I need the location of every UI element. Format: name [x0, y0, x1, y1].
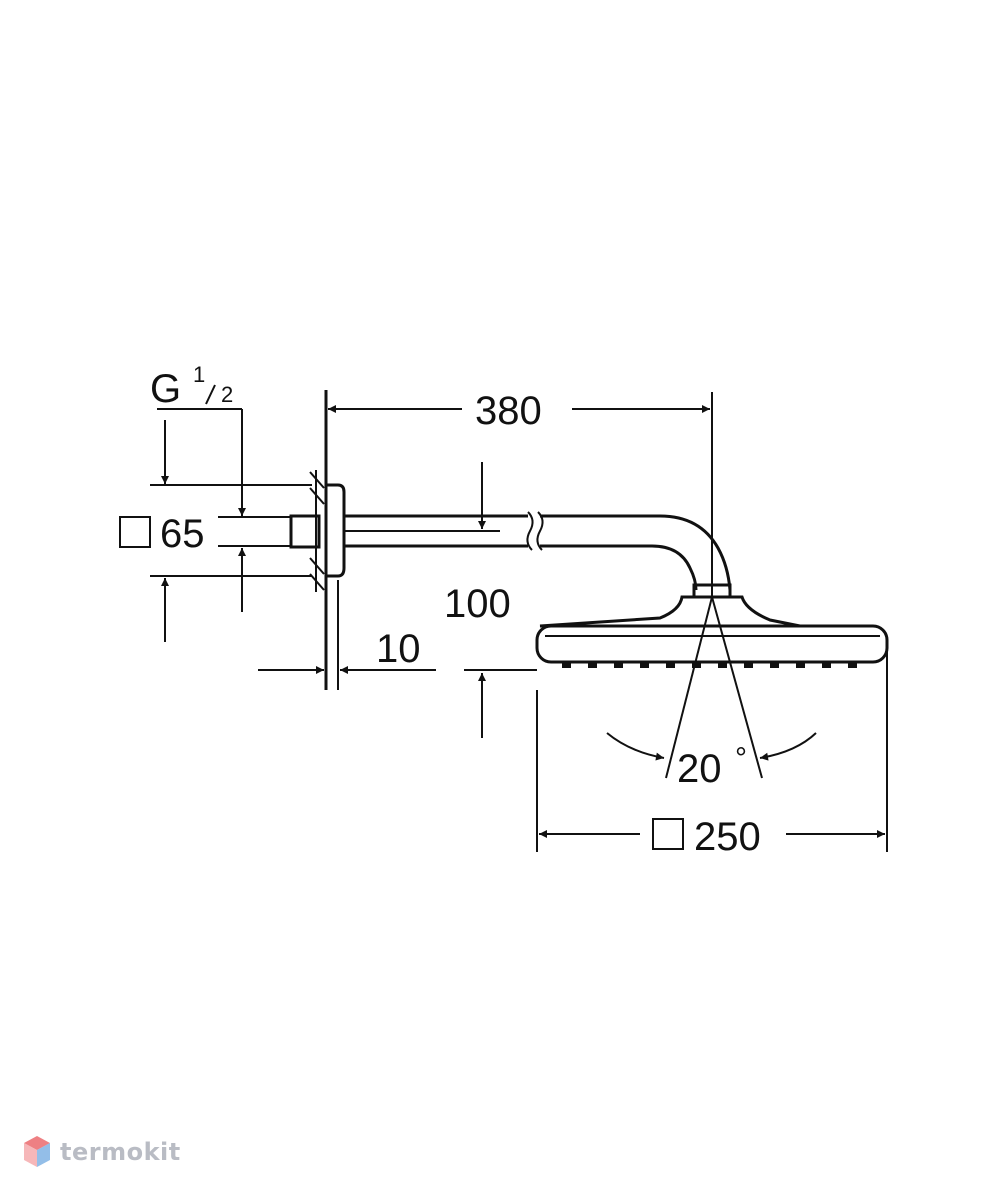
wall-gap-dimension: 10 [258, 580, 436, 690]
square-symbol-icon-2 [652, 818, 684, 850]
shower-head [535, 595, 889, 668]
flange-body [326, 483, 346, 578]
angle-arc-right [759, 732, 817, 761]
arm-length-label: 380 [475, 389, 542, 433]
wall-gap-label: 10 [376, 627, 421, 671]
watermark-text: termokit [60, 1138, 181, 1166]
wall-flange [289, 390, 346, 690]
break-mark-left [526, 511, 534, 551]
termokit-logo-icon [24, 1136, 50, 1167]
angle-ray-right [711, 596, 763, 779]
hatch-1 [309, 471, 325, 489]
arm-length-dimension: 380 [328, 389, 713, 600]
hatch-4 [309, 573, 325, 591]
thread-dimension: G 1 2 [150, 362, 246, 612]
head-size-label: 250 [694, 815, 761, 859]
arm-bend-outer [540, 514, 732, 591]
thread-numerator: 1 [193, 362, 205, 387]
break-mark-right [536, 511, 544, 551]
hatch-2 [309, 487, 325, 505]
head-neck [539, 595, 801, 628]
thread-connector [289, 514, 321, 549]
square-symbol-icon [119, 516, 151, 548]
angle-unit: ° [735, 742, 747, 775]
head-body [535, 624, 889, 664]
flange-size-label: 65 [160, 512, 205, 556]
watermark: termokit [22, 1134, 181, 1170]
thread-g-label: G [150, 367, 181, 411]
head-size-dimension: 250 [536, 636, 888, 859]
arm-drop-dimension: 100 [444, 462, 537, 738]
arm-bend-inner [540, 544, 698, 591]
spray-nozzles [562, 663, 857, 668]
angle-arc-left [606, 732, 665, 761]
angle-dimension: 20 ° [606, 596, 817, 791]
flange-dimension: 65 [119, 420, 312, 642]
fraction-slash [205, 384, 216, 405]
hatch-3 [309, 557, 325, 575]
shower-arm [344, 511, 732, 599]
angle-label: 20 [677, 747, 722, 791]
arm-drop-label: 100 [444, 582, 511, 626]
angle-ray-left [665, 596, 713, 779]
thread-denominator: 2 [221, 382, 233, 407]
